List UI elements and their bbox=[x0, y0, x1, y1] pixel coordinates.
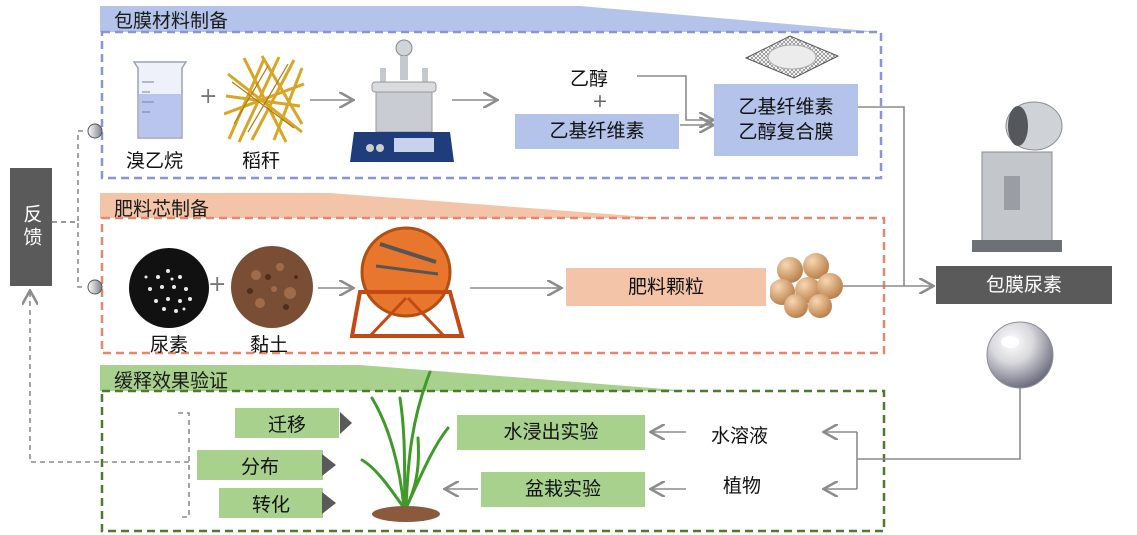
clay-icon bbox=[231, 246, 313, 328]
coating-frame bbox=[100, 30, 883, 180]
coating-machine-icon bbox=[972, 101, 1063, 252]
granules-label: 肥料颗粒 bbox=[627, 275, 704, 298]
tag-pointers bbox=[322, 412, 352, 514]
coated-sphere-icon bbox=[986, 321, 1054, 389]
bromoethane-label: 溴乙烷 bbox=[126, 150, 184, 172]
water-leach-box: 水浸出实验 bbox=[457, 415, 645, 450]
plus-sign-1: + bbox=[199, 84, 217, 109]
ethyl-cellulose-label: 乙基纤维素 bbox=[549, 120, 645, 143]
water-solution-label: 水溶液 bbox=[711, 425, 769, 447]
tag-transformation-label: 转化 bbox=[251, 493, 290, 516]
tag-transformation: 转化 bbox=[219, 488, 323, 518]
feedback-box: 反馈 bbox=[10, 168, 52, 286]
release-section-title: 缓释效果验证 bbox=[114, 370, 229, 392]
core-title-banner bbox=[100, 193, 660, 218]
straw-label: 稻秆 bbox=[242, 150, 281, 172]
coated-urea-label: 包膜尿素 bbox=[985, 273, 1062, 296]
reactor-icon bbox=[350, 39, 454, 162]
urea-icon bbox=[129, 248, 209, 328]
pot-test-label: 盆栽实验 bbox=[524, 478, 601, 501]
coated-urea-box: 包膜尿素 bbox=[936, 266, 1112, 304]
tag-distribution: 分布 bbox=[197, 450, 323, 480]
composite-film-box: 乙基纤维素 乙醇复合膜 bbox=[714, 84, 858, 156]
beaker-icon bbox=[132, 61, 188, 139]
granules-icon bbox=[770, 253, 843, 318]
node-dot-bottom bbox=[87, 279, 103, 295]
node-dot-top bbox=[87, 123, 103, 139]
core-section-title: 肥料芯制备 bbox=[114, 198, 210, 220]
composite-film-label: 乙基纤维素 乙醇复合膜 bbox=[738, 96, 834, 143]
mesh-film-icon bbox=[744, 35, 840, 79]
ethanol-plus: + bbox=[592, 90, 608, 112]
release-title-banner bbox=[100, 365, 690, 391]
release-frame bbox=[100, 389, 886, 533]
plant-label: 植物 bbox=[723, 475, 762, 497]
ethyl-cellulose-box: 乙基纤维素 bbox=[515, 114, 679, 149]
pot-test-box: 盆栽实验 bbox=[481, 472, 645, 507]
tag-distribution-label: 分布 bbox=[240, 455, 279, 478]
feedback-label: 反馈 bbox=[20, 204, 43, 250]
straw-icon bbox=[224, 55, 305, 143]
urea-label: 尿素 bbox=[150, 334, 189, 356]
plus-sign-2: + bbox=[208, 272, 226, 297]
ethanol-label: 乙醇 bbox=[570, 68, 609, 90]
tag-migration: 迁移 bbox=[235, 408, 339, 438]
tag-migration-label: 迁移 bbox=[267, 413, 306, 436]
granules-box: 肥料颗粒 bbox=[566, 268, 766, 306]
coating-section-title: 包膜材料制备 bbox=[114, 10, 229, 32]
coating-title-banner bbox=[100, 6, 880, 32]
clay-label: 黏土 bbox=[250, 334, 289, 356]
water-leach-label: 水浸出实验 bbox=[503, 421, 599, 444]
rice-plant-icon bbox=[360, 370, 450, 522]
granulator-icon bbox=[350, 226, 465, 338]
